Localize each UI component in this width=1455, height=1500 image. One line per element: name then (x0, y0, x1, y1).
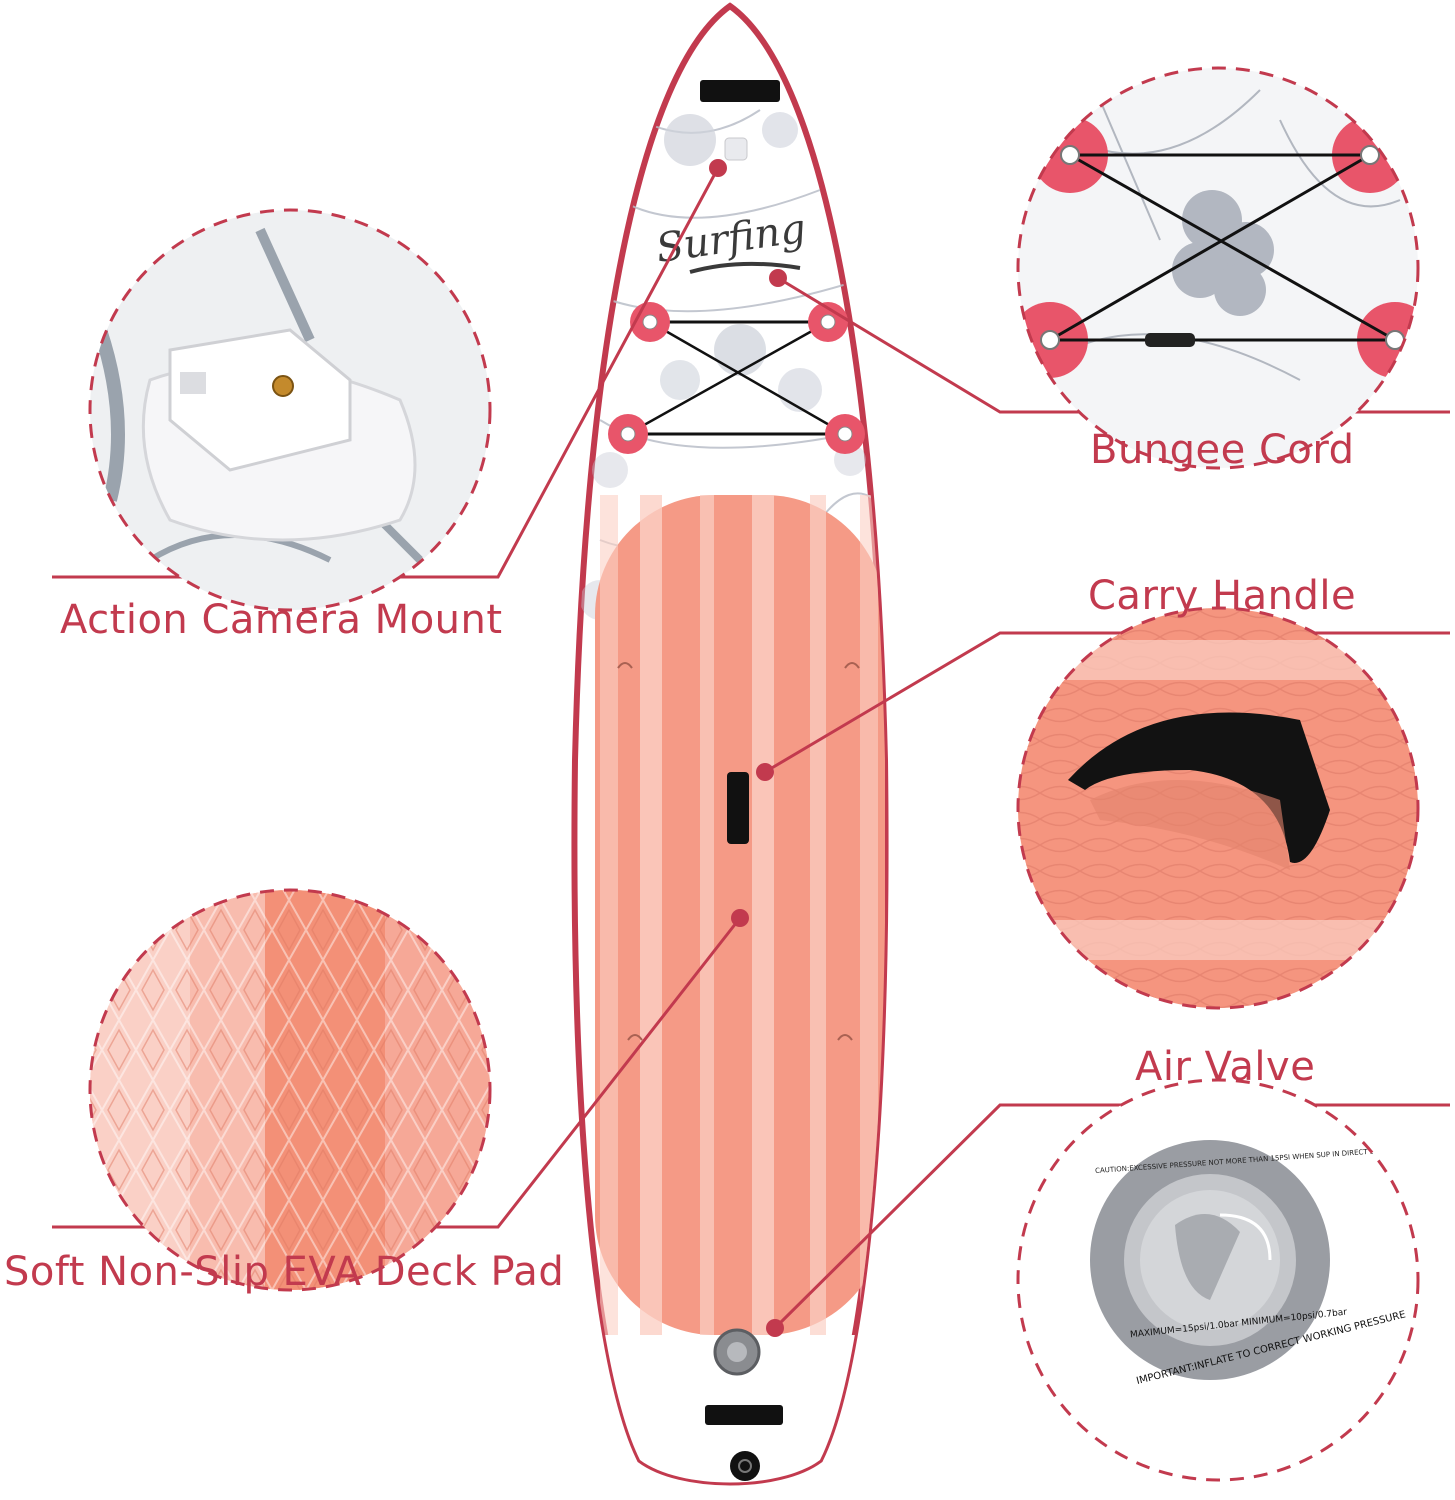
camera-mount-detail (88, 208, 492, 612)
callout-dots (709, 159, 787, 1337)
bungee-cord-detail (1016, 66, 1420, 470)
paddle-board: Surfing (571, 2, 889, 1486)
carry-handle (727, 772, 749, 844)
label-air-valve: Air Valve (1135, 1044, 1316, 1090)
deck-pad (595, 495, 885, 1335)
label-deck-pad: Soft Non-Slip EVA Deck Pad (4, 1249, 565, 1295)
bungee-cord (608, 302, 865, 454)
label-bungee-cord: Bungee Cord (1090, 427, 1355, 473)
label-action-camera-mount: Action Camera Mount (60, 597, 503, 643)
air-valve-detail: MAXIMUM=15psi/1.0bar MINIMUM=10psi/0.7ba… (1016, 1078, 1420, 1482)
label-carry-handle: Carry Handle (1088, 573, 1357, 619)
carry-handle-detail (1016, 606, 1420, 1010)
deck-pad-detail (88, 888, 492, 1292)
front-handle (700, 80, 780, 102)
